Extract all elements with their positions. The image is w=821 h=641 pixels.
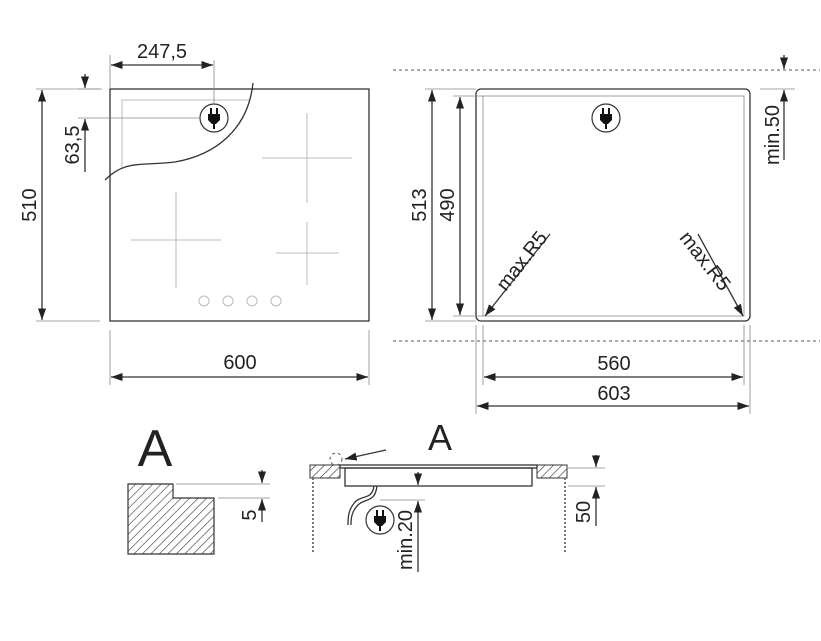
dim-depth: 510	[19, 188, 41, 221]
dim-inner-depth: 490	[437, 188, 459, 221]
dim-outer-width: 603	[597, 383, 630, 405]
dim-plug-x: 247,5	[137, 41, 187, 63]
detail-a-callout: A	[428, 417, 452, 458]
dim-min-gap: min.20	[395, 510, 417, 570]
worktop-section	[127, 483, 215, 555]
dim-width: 600	[223, 352, 256, 374]
hob-top-view: 247,5 63,5 510 600	[19, 41, 370, 385]
plug-icon	[591, 103, 621, 133]
radius-left: max.R5	[492, 227, 552, 295]
burner-marks	[131, 113, 352, 288]
dim-worktop: 50	[573, 501, 595, 523]
cutout-outer	[475, 88, 751, 322]
dim-outer-depth: 513	[409, 188, 431, 221]
dim-step: 5	[239, 509, 261, 520]
section-view: A min.20 50	[309, 417, 605, 572]
power-cable	[347, 485, 375, 526]
cutaway-curve	[104, 82, 254, 181]
dim-plug-y: 63,5	[62, 126, 84, 165]
cutout-inner	[482, 95, 745, 317]
hob-body	[344, 467, 533, 487]
hob-outline	[109, 88, 370, 322]
detail-a: A 5	[127, 420, 270, 555]
plug-icon	[199, 103, 229, 133]
plug-icon	[365, 505, 395, 535]
control-knobs	[198, 295, 282, 307]
dim-clearance: min.50	[762, 105, 784, 165]
cutout-view: min.50 513 490 max.R5 max.R5 560 603	[393, 55, 820, 414]
radius-right: max.R5	[675, 227, 735, 295]
dim-inner-width: 560	[597, 353, 630, 375]
detail-a-label: A	[138, 420, 173, 478]
